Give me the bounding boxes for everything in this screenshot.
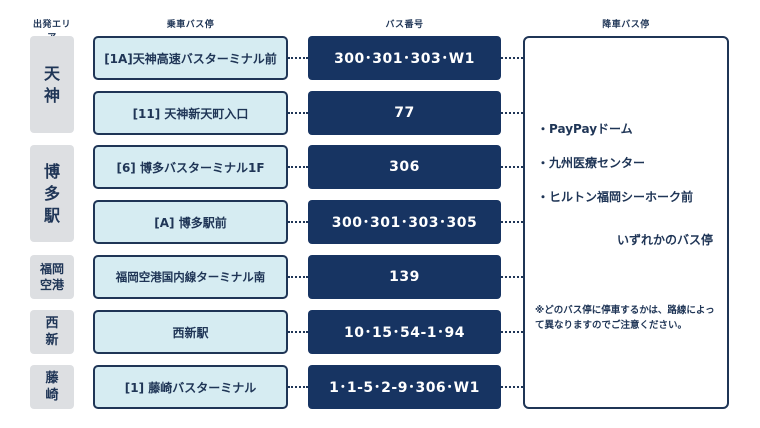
- destination-paypay-dome: ・PayPayドーム: [537, 122, 633, 136]
- destination-hilton-seahawk: ・ヒルトン福岡シーホーク前: [537, 190, 694, 204]
- connector-dots: [288, 331, 308, 333]
- bus-number-nishijin: 10･15･54-1･94: [308, 310, 501, 354]
- area-hakata-station: 博多駅: [30, 145, 74, 242]
- boarding-stop-hakata-a: [A] 博多駅前: [93, 200, 288, 244]
- bus-number-fujisaki-1: 1･1-5･2-9･306･W1: [308, 365, 501, 409]
- connector-dots: [288, 276, 308, 278]
- area-fujisaki: 藤崎: [30, 365, 74, 409]
- boarding-stop-fukuoka-airport: 福岡空港国内線ターミナル南: [93, 255, 288, 299]
- connector-dots: [501, 331, 523, 333]
- area-tenjin: 天神: [30, 36, 74, 133]
- header-alighting-stop: 降車バス停: [602, 20, 650, 30]
- bus-number-hakata-6: 306: [308, 145, 501, 189]
- area-fukuoka-airport: 福岡空港: [30, 255, 74, 299]
- alighting-stop-box: ・PayPayドーム ・九州医療センター ・ヒルトン福岡シーホーク前 いずれかの…: [523, 36, 729, 409]
- boarding-stop-fujisaki-1: [1] 藤崎バスターミナル: [93, 365, 288, 409]
- connector-dots: [501, 112, 523, 114]
- boarding-stop-tenjin-11: [11] 天神新天町入口: [93, 91, 288, 135]
- header-bus-number: バス番号: [385, 20, 424, 30]
- destination-any-stop: いずれかのバス停: [616, 233, 713, 247]
- bus-number-tenjin-1a: 300･301･303･W1: [308, 36, 501, 80]
- destination-note: ※どのバス停に停車するかは、路線によって異なりますのでご注意ください。: [535, 305, 715, 331]
- area-nishijin: 西新: [30, 310, 74, 354]
- connector-dots: [288, 166, 308, 168]
- connector-dots: [501, 57, 523, 59]
- connector-dots: [288, 386, 308, 388]
- boarding-stop-nishijin: 西新駅: [93, 310, 288, 354]
- bus-number-hakata-a: 300･301･303･305: [308, 200, 501, 244]
- destination-kyushu-medical-center: ・九州医療センター: [537, 156, 646, 170]
- connector-dots: [501, 166, 523, 168]
- header-boarding-stop: 乗車バス停: [166, 20, 215, 30]
- connector-dots: [288, 221, 308, 223]
- connector-dots: [288, 112, 308, 114]
- bus-number-fukuoka-airport: 139: [308, 255, 501, 299]
- boarding-stop-tenjin-1a: [1A]天神高速バスターミナル前: [93, 36, 288, 80]
- connector-dots: [501, 221, 523, 223]
- connector-dots: [501, 276, 523, 278]
- connector-dots: [501, 386, 523, 388]
- boarding-stop-hakata-6: [6] 博多バスターミナル1F: [93, 145, 288, 189]
- bus-number-tenjin-11: 77: [308, 91, 501, 135]
- connector-dots: [288, 57, 308, 59]
